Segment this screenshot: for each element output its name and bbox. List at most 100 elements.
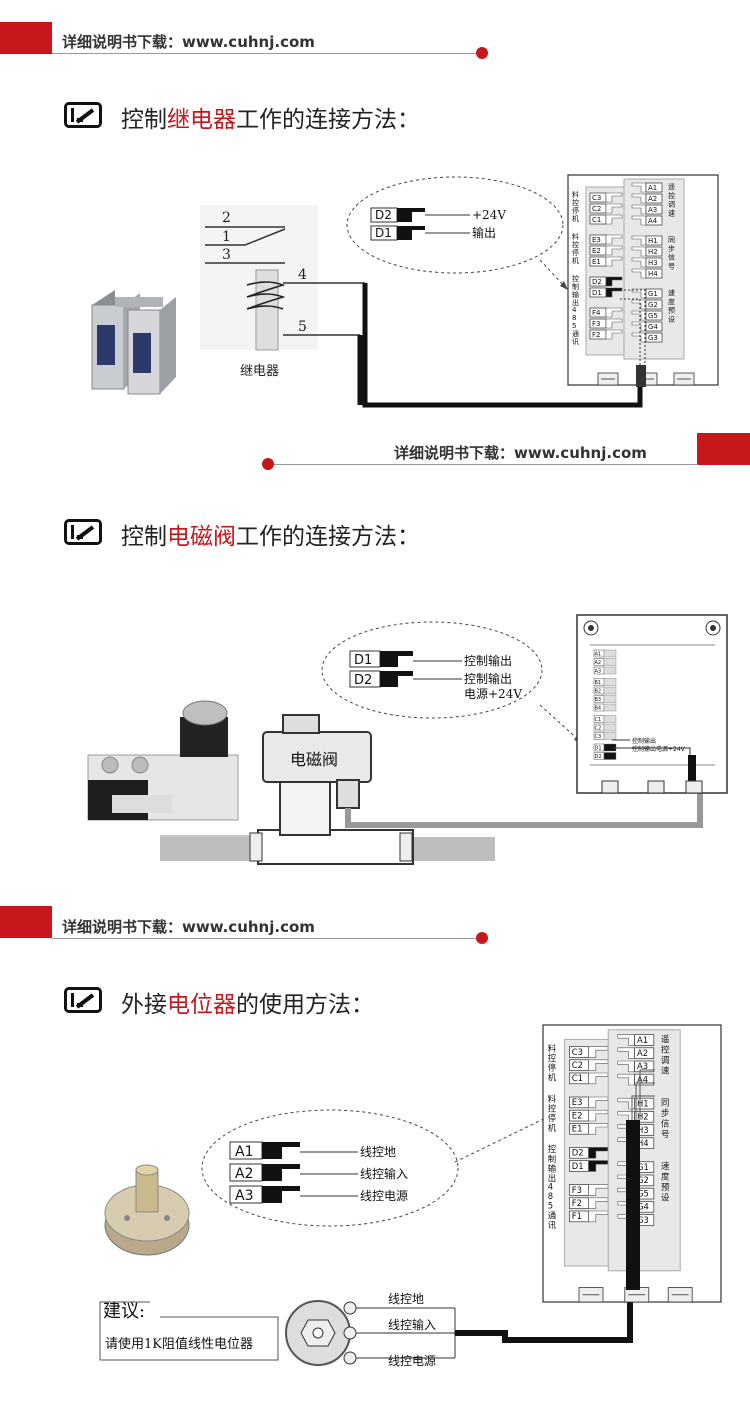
controller-group-label: 遥控调速: [661, 1034, 670, 1076]
controller-group-label: 料控停机: [572, 190, 579, 223]
mini-terminal: C3: [595, 734, 602, 740]
bubble-d1: D1: [354, 653, 372, 668]
banner-dot: [476, 47, 488, 59]
pot-label-input: 线控输入: [388, 1317, 436, 1332]
advice-title: 建议:: [103, 1301, 145, 1322]
heading-highlight: 电磁阀: [167, 524, 236, 550]
heading-prefix: 控制: [121, 107, 167, 133]
controller-group-label: 同步信号: [668, 236, 675, 270]
section1-heading: 控制继电器工作的连接方法：: [121, 100, 420, 134]
mini-terminal: A2: [595, 660, 602, 666]
banner-rule: [268, 464, 698, 465]
pin-2: 2: [222, 210, 231, 226]
section2-bubble: D1 控制输出 D2 控制输出 电源+24V: [321, 621, 583, 744]
switch-icon: [64, 987, 102, 1013]
terminal-A1: [645, 182, 663, 193]
mini-terminal: B3: [595, 697, 602, 703]
bubble-output: 输出: [472, 225, 496, 240]
advice-text: 请使用1K阻值线性电位器: [105, 1336, 253, 1352]
terminal-A1: [634, 1034, 655, 1046]
terminal-label: A3: [637, 1061, 648, 1071]
controller-group-label: 控制输出: [572, 274, 579, 307]
heading-highlight: 电位器: [167, 992, 236, 1018]
controller-group-label: 料控停机: [548, 1094, 557, 1133]
section3-heading: 外接电位器的使用方法：: [121, 985, 374, 1019]
terminal-label: H1: [637, 1098, 649, 1108]
bubble-label: 线控输入: [360, 1166, 408, 1181]
terminal-H2: [634, 1111, 655, 1123]
solenoid-valve-image: [87, 700, 239, 821]
bubble-d1: D1: [375, 226, 392, 240]
bubble-a1: A1: [235, 1144, 253, 1160]
controller-group-label: 料控停机: [548, 1043, 557, 1082]
mini-terminal: A3: [595, 669, 602, 675]
terminal-label: H1: [648, 237, 658, 245]
mini-terminal: B4: [595, 706, 602, 712]
terminal-label: C3: [572, 1047, 583, 1057]
terminal-H3: [645, 257, 663, 268]
terminal-label: F3: [592, 320, 600, 328]
heading-prefix: 外接: [121, 992, 167, 1018]
terminal-label: F2: [572, 1198, 582, 1208]
terminal-H1: [645, 235, 663, 246]
terminal-label: F4: [592, 309, 601, 317]
banner-rule: [52, 938, 482, 939]
terminal-label: G2: [637, 1175, 649, 1185]
pin-3: 3: [222, 247, 231, 263]
controller-group-label: 控制输出: [548, 1144, 557, 1183]
terminal-label: C2: [572, 1060, 583, 1070]
terminal-A4: [645, 215, 663, 226]
terminal-label: G1: [648, 290, 658, 298]
pot-schematic: 线控地 线控输入 线控电源: [285, 1290, 633, 1368]
terminal-label: E2: [572, 1110, 583, 1120]
section1-bubble: D2 +24V D1 输出: [346, 176, 569, 291]
terminal-label: C2: [592, 205, 601, 213]
section2-diagram: 电磁阀 D1 控制输出 D2 控制输出 电源+24V A1A2A3B1B2B3B…: [87, 614, 728, 865]
bubble-24v: +24V: [472, 208, 506, 222]
mini-terminal: D1: [595, 746, 602, 752]
terminal-label: F2: [592, 331, 600, 339]
terminal-label: H3: [648, 259, 658, 267]
mini-terminal: C1: [595, 717, 602, 723]
section2-heading: 控制电磁阀工作的连接方法：: [121, 517, 420, 551]
terminal-label: A4: [648, 217, 658, 225]
section3-diagram: 建议: 请使用1K阻值线性电位器 A1 线控地 A2 线控输入 A3 线控电源 线控地 线…: [99, 1024, 722, 1368]
terminal-label: H2: [637, 1112, 649, 1122]
download-banner-text[interactable]: 详细说明书下载：www.cuhnj.com: [62, 918, 315, 936]
download-banner-text[interactable]: 详细说明书下载：www.cuhnj.com: [394, 444, 647, 462]
terminal-G3: [645, 332, 663, 343]
mini-terminal: B2: [595, 689, 602, 695]
heading-suffix: 的使用方法：: [236, 992, 374, 1018]
relay-module-image: [91, 290, 176, 395]
terminal-label: E1: [592, 258, 601, 266]
bubble-a3: A3: [235, 1188, 253, 1204]
terminal-A3: [634, 1060, 655, 1073]
relay-label: 继电器: [240, 364, 279, 379]
mini-terminal: A1: [595, 652, 602, 658]
bubble-ctrl-out-2: 控制输出: [464, 671, 512, 686]
terminal-label: H4: [637, 1138, 649, 1148]
mini-label-1: 控制输出: [632, 737, 656, 745]
bubble-ctrl-out-1: 控制输出: [464, 653, 512, 668]
terminal-label: H2: [648, 248, 658, 256]
terminal-G1: [645, 288, 663, 299]
pin-5: 5: [298, 319, 307, 335]
bubble-d2: D2: [375, 208, 392, 222]
controller-group-label: 遥控调速: [668, 182, 675, 217]
download-banner-text[interactable]: 详细说明书下载：www.cuhnj.com: [62, 33, 315, 51]
terminal-label: D1: [572, 1161, 584, 1171]
terminal-G5: [645, 310, 663, 321]
banner-red-block-right: [697, 433, 750, 465]
bubble-label: 线控电源: [360, 1189, 408, 1203]
potentiometer-image: [104, 1164, 190, 1256]
mini-terminal: C2: [595, 726, 602, 732]
bubble-d2: D2: [354, 673, 372, 688]
terminal-label: A2: [637, 1048, 648, 1058]
heading-highlight: 继电器: [167, 107, 236, 133]
pot-label-ground: 线控地: [388, 1292, 424, 1306]
controller-group-label: 同步信号: [661, 1097, 669, 1139]
